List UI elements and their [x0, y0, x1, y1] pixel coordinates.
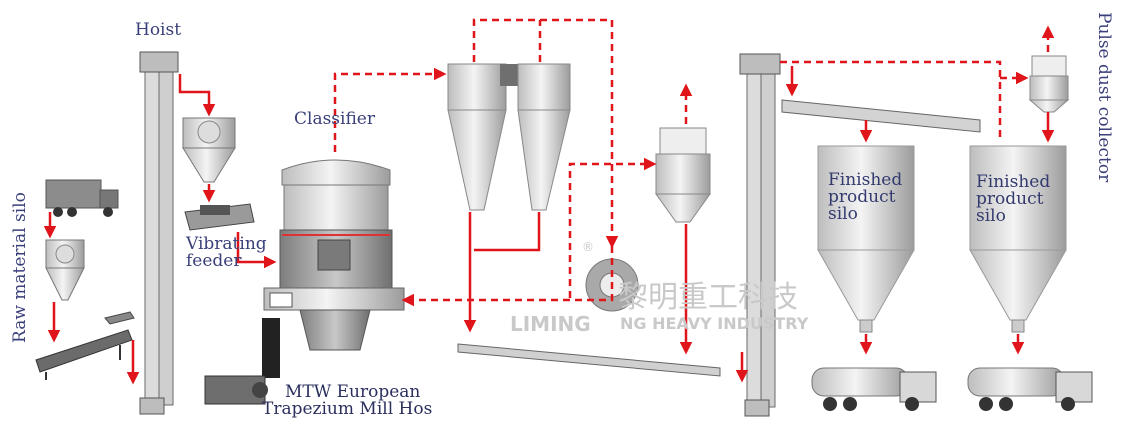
finished-product-silo-1	[817, 145, 915, 333]
raw-material-silo	[45, 239, 85, 301]
pulse-dust-collector-2	[1028, 55, 1070, 113]
material-flow-arrows	[43, 66, 1055, 385]
label-classifier: Classifier	[294, 109, 375, 129]
vibrating-feeder	[184, 203, 255, 231]
finished-product-silo-2	[969, 145, 1067, 333]
watermark-registered-mark: ®	[582, 240, 594, 254]
cyclone-collectors	[447, 63, 571, 211]
bucket-elevator-2	[739, 53, 781, 417]
watermark-brand-cn: 黎明重工科技	[618, 280, 798, 315]
label-pulse-dust-collector: Pulse dust collector	[1094, 12, 1114, 183]
label-mill-line1: MTW European	[285, 382, 421, 402]
label-mill-line2: Trapezium Mill Hos	[262, 399, 433, 419]
label-hoist: Hoist	[135, 20, 182, 40]
label-vibrating-feeder: Vibrating feeder	[186, 234, 267, 271]
belt-conveyor	[35, 311, 135, 380]
label-raw-material-silo: Raw material silo	[10, 192, 30, 343]
bucket-elevator-1	[139, 51, 179, 415]
watermark-brand-en: NG HEAVY INDUSTRY	[620, 314, 809, 333]
tanker-truck-1	[811, 367, 937, 411]
air-flow-arrows	[333, 18, 1055, 307]
trapezium-mill	[204, 159, 405, 405]
screw-conveyor-2	[781, 99, 981, 133]
watermark-brand-latin: LIMING	[510, 312, 591, 336]
label-finished-product-silo-1: Finished product silo	[828, 170, 903, 224]
feed-hopper	[182, 117, 236, 183]
dump-truck	[45, 179, 119, 217]
screw-conveyor-1	[457, 343, 721, 377]
pulse-dust-collector-1	[655, 127, 711, 223]
tanker-truck-2	[967, 367, 1093, 411]
label-finished-product-silo-2: Finished product silo	[976, 172, 1051, 226]
